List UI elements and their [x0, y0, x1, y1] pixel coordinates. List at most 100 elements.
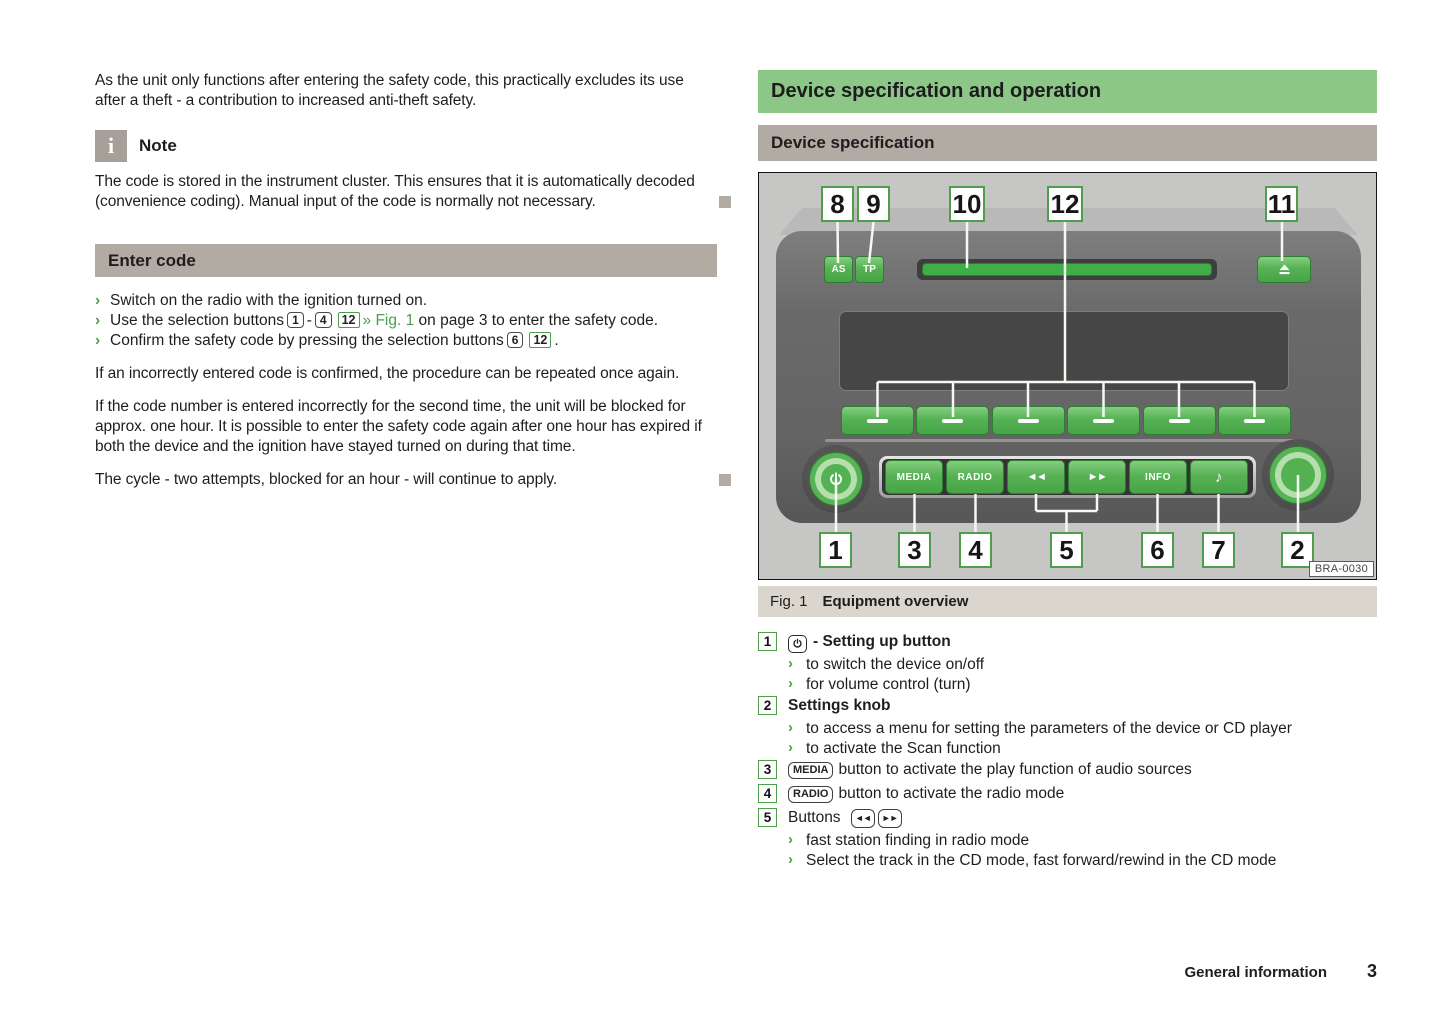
bullet-chevron-icon: ›: [788, 655, 793, 672]
step-item: › Switch on the radio with the ignition …: [95, 292, 428, 309]
section-end-mark: [719, 474, 731, 486]
equipment-legend: 1 - Setting up button ›to switch the dev…: [758, 631, 1377, 871]
media-button: MEDIA: [885, 460, 943, 494]
bullet-chevron-icon: ›: [788, 739, 793, 756]
footer-section-title: General information: [1184, 964, 1327, 981]
bullet-chevron-icon: ›: [95, 332, 101, 349]
tp-button: TP: [855, 256, 884, 283]
legend-item: 5 Buttons ◄◄►►: [758, 807, 1377, 829]
page-footer: General information 3: [1184, 961, 1377, 982]
keycap-12: 12: [529, 332, 552, 348]
legend-sub-item: ›fast station finding in radio mode: [788, 831, 1030, 849]
preset-button: [992, 406, 1065, 435]
figure-caption: Fig. 1 Equipment overview: [758, 586, 1377, 617]
fig1-crossref-link[interactable]: » Fig. 1: [362, 312, 415, 329]
legend-sub-item: ›to switch the device on/off: [788, 655, 985, 673]
legend-number: 1: [758, 632, 777, 651]
note-title: Note: [139, 136, 177, 155]
dash-icon: [1093, 418, 1114, 423]
figure-number: Fig. 1: [770, 593, 808, 610]
section-heading: Device specification: [758, 125, 1377, 161]
bullet-chevron-icon: ›: [788, 675, 793, 692]
radio-button: RADIO: [946, 460, 1004, 494]
forward-keycap: ►►: [877, 809, 902, 828]
rewind-button: ◄◄: [1007, 460, 1065, 494]
preset-button: [841, 406, 914, 435]
legend-sub-item: ›Select the track in the CD mode, fast f…: [788, 851, 1277, 869]
bullet-chevron-icon: ›: [95, 292, 101, 309]
legend-number: 2: [758, 696, 777, 715]
legend-sub-item: ›for volume control (turn): [788, 675, 971, 693]
callout-1: 1: [819, 532, 852, 568]
forward-button: ►►: [1068, 460, 1126, 494]
dash-icon: [1244, 418, 1265, 423]
radio-display: [839, 311, 1289, 391]
preset-button: [1067, 406, 1140, 435]
paragraph: If an incorrectly entered code is confir…: [95, 365, 680, 382]
enter-code-title: Enter code: [108, 250, 196, 270]
legend-number: 4: [758, 784, 777, 803]
bullet-chevron-icon: ›: [95, 312, 101, 329]
media-keycap: MEDIA: [788, 762, 834, 779]
callout-5: 5: [1050, 532, 1083, 568]
callout-12: 12: [1047, 186, 1083, 222]
as-button: AS: [824, 256, 853, 283]
note-body: The code is stored in the instrument clu…: [95, 173, 695, 210]
enter-code-steps: › Switch on the radio with the ignition …: [95, 291, 717, 351]
radio-keycap: RADIO: [788, 786, 834, 803]
callout-7: 7: [1202, 532, 1235, 568]
preset-button: [916, 406, 989, 435]
callout-8: 8: [821, 186, 854, 222]
preset-button: [1143, 406, 1216, 435]
chapter-heading: Device specification and operation: [758, 70, 1377, 113]
legend-sub-item: ›to access a menu for setting the parame…: [788, 719, 1292, 737]
image-code-label: BRA-0030: [1308, 561, 1374, 577]
note-header: i Note: [95, 129, 717, 163]
callout-11: 11: [1265, 186, 1298, 222]
left-column: As the unit only functions after enterin…: [95, 71, 731, 490]
dash-icon: [942, 418, 963, 423]
callout-6: 6: [1141, 532, 1174, 568]
info-button: INFO: [1129, 460, 1187, 494]
keycap-6: 6: [506, 332, 524, 348]
callout-10: 10: [949, 186, 985, 222]
panel-edge: [825, 439, 1303, 442]
section-end-mark: [719, 196, 731, 208]
callout-4: 4: [959, 532, 992, 568]
legend-item: 1 - Setting up button: [758, 631, 1377, 653]
callout-9: 9: [857, 186, 890, 222]
cd-slot: [922, 263, 1212, 276]
right-column: Device specification and operation Devic…: [758, 70, 1377, 871]
intro-paragraph: As the unit only functions after enterin…: [95, 72, 684, 109]
bullet-chevron-icon: ›: [788, 851, 793, 868]
keycap-1: 1: [287, 312, 304, 328]
callout-3: 3: [898, 532, 931, 568]
dash-icon: [1169, 418, 1190, 423]
step-item: › Confirm the safety code by pressing th…: [95, 332, 559, 349]
legend-item: 2 Settings knob: [758, 695, 1377, 717]
eject-icon: [1279, 264, 1289, 275]
dash-icon: [867, 418, 888, 423]
legend-number: 5: [758, 808, 777, 827]
keycap-12: 12: [337, 312, 360, 328]
preset-button: [1218, 406, 1291, 435]
dash-icon: [1018, 418, 1039, 423]
paragraph: The cycle - two attempts, blocked for an…: [95, 471, 558, 488]
page-number: 3: [1366, 961, 1377, 981]
power-icon: [830, 472, 842, 486]
power-icon: [788, 634, 807, 653]
keycap-4: 4: [314, 312, 332, 328]
legend-number: 3: [758, 760, 777, 779]
legend-sub-item: ›to activate the Scan function: [788, 739, 1001, 757]
music-button: ♪: [1190, 460, 1248, 494]
bullet-chevron-icon: ›: [788, 831, 793, 848]
figure-title: Equipment overview: [822, 593, 969, 610]
rewind-keycap: ◄◄: [850, 809, 875, 828]
eject-button: [1257, 256, 1311, 283]
enter-code-heading: Enter code: [95, 244, 717, 277]
equipment-figure: AS TP MEDIA RADIO ◄◄ ►► INFO ♪: [758, 172, 1377, 580]
bullet-chevron-icon: ›: [788, 719, 793, 736]
